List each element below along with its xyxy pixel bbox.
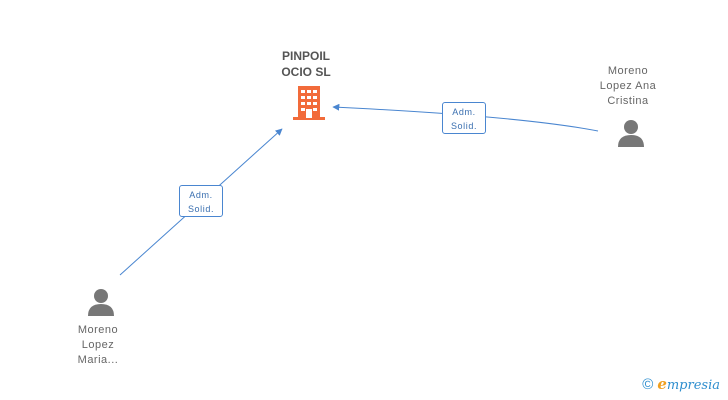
relation-badge-right[interactable]: Adm. Solid. [442, 102, 486, 134]
building-icon[interactable] [292, 85, 326, 121]
edge-right-to-company [332, 103, 599, 132]
relation-badge-left-line1: Adm. [189, 190, 213, 200]
person-right-label-line3: Cristina [607, 95, 649, 107]
person-icon[interactable] [616, 118, 646, 148]
company-name-line2: OCIO SL [281, 65, 331, 79]
copyright-symbol: © [642, 376, 654, 393]
person-right-label[interactable]: Moreno Lopez Ana Cristina [588, 64, 668, 109]
relation-badge-right-line1: Adm. [452, 107, 476, 117]
company-name[interactable]: PINPOIL OCIO SL [256, 48, 356, 80]
relation-badge-left[interactable]: Adm. Solid. [179, 185, 223, 217]
person-left-label-line1: Moreno [77, 324, 119, 336]
person-icon[interactable] [86, 287, 116, 317]
person-left-label-line3: Maria... [77, 354, 119, 366]
brand-logo[interactable]: empresia [657, 375, 720, 395]
person-left-label-line2: Lopez [81, 339, 115, 351]
brand-logo-text: mpresia [666, 378, 720, 393]
company-name-line1: PINPOIL [281, 49, 330, 63]
person-right-label-line2: Lopez Ana [599, 80, 657, 92]
person-left-label[interactable]: Moreno Lopez Maria... [58, 323, 138, 368]
relation-badge-left-line2: Solid. [187, 204, 215, 214]
relation-badge-right-line2: Solid. [450, 121, 478, 131]
person-right-label-line1: Moreno [607, 65, 649, 77]
brand-footer: © empresia [642, 375, 720, 395]
brand-logo-e: e [657, 375, 667, 393]
